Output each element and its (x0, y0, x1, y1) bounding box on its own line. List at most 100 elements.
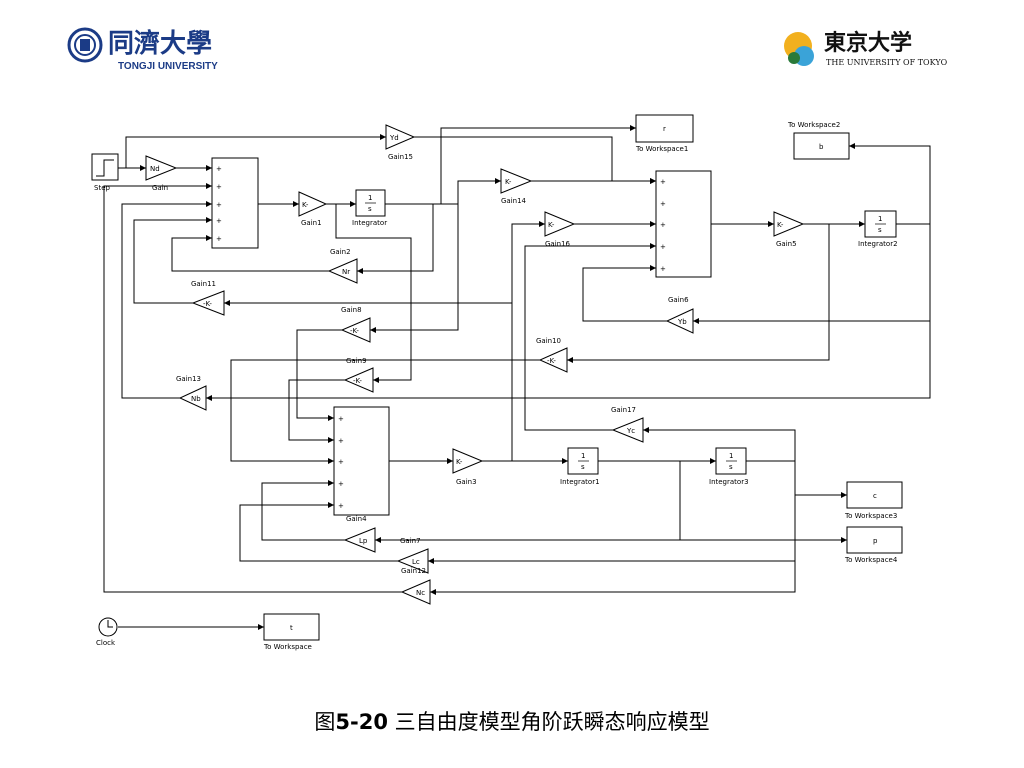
sum1-plus-1: + (216, 165, 222, 173)
sum1-plus-3: + (216, 201, 222, 209)
to-workspace2-label: To Workspace2 (787, 121, 840, 129)
nc-gain-block[interactable] (400, 579, 431, 605)
figure-prefix: 图 (314, 710, 336, 734)
gain1-label: Gain1 (301, 219, 322, 227)
sum1-plus-5: + (216, 235, 222, 243)
gain5-block[interactable] (773, 211, 805, 237)
sum3-plus-5: + (338, 502, 344, 510)
gain7-block[interactable] (343, 527, 376, 553)
gain16-label: Gain16 (545, 240, 571, 248)
gain2-block[interactable] (327, 258, 358, 284)
integrator-label: Integrator (352, 219, 387, 227)
gain7-label: Gain7 (400, 537, 421, 545)
sum3-plus-4: + (338, 480, 344, 488)
gain12-text: Lc (412, 558, 420, 566)
gain10-text: -K- (547, 357, 556, 365)
gain1-block[interactable] (298, 191, 328, 217)
tongji-logo-subtitle: TONGJI UNIVERSITY (118, 61, 218, 72)
to-workspace-label: To Workspace (263, 643, 312, 651)
gain2-label: Gain2 (330, 248, 351, 256)
gain11-block[interactable] (191, 290, 225, 316)
gain-label: Gain (152, 184, 168, 192)
to-workspace1-text: r (663, 125, 666, 133)
gain7-text: Lp (359, 537, 368, 545)
gain9-text: -K- (353, 377, 362, 385)
sum1-plus-4: + (216, 217, 222, 225)
to-workspace3-label: To Workspace3 (844, 512, 897, 520)
gain14-block[interactable] (500, 168, 533, 194)
gain3-text: K- (456, 458, 463, 466)
gain17-text: Yc (626, 427, 635, 435)
integrator1-num: 1 (581, 452, 585, 460)
figure-title: 三自由度模型角阶跃瞬态响应模型 (394, 710, 710, 734)
gain6-label: Gain6 (668, 296, 689, 304)
gain12-label: Gain12 (401, 567, 426, 575)
sum1-plus-2: + (216, 183, 222, 191)
figure-number: 5-20 (335, 710, 388, 734)
to-workspace1-block[interactable] (635, 114, 694, 143)
gain3-label: Gain3 (456, 478, 477, 486)
integrator2-label: Integrator2 (858, 240, 898, 248)
sum3-plus-2: + (338, 437, 344, 445)
sum2-plus-5: + (660, 265, 666, 273)
gain10-block[interactable] (538, 347, 568, 373)
to-workspace3-block[interactable] (846, 481, 903, 509)
tokyo-university-logo: 東京大学 THE UNIVERSITY OF TOKYO (784, 30, 948, 67)
gain13-text: Nb (191, 395, 201, 403)
gain17-label: Gain17 (611, 406, 636, 414)
integrator1-den: s (581, 463, 585, 471)
gain8-label: Gain8 (341, 306, 362, 314)
integrator3-den: s (729, 463, 733, 471)
to-workspace-text: t (290, 624, 293, 632)
tongji-logo-text: 同濟大學 (108, 28, 212, 59)
gain6-block[interactable] (665, 308, 694, 334)
gain6-text: Yb (677, 318, 687, 326)
to-workspace2-block[interactable] (793, 132, 850, 160)
sum2-plus-2: + (660, 200, 666, 208)
integrator-den: s (368, 205, 372, 213)
gain11-label: Gain11 (191, 280, 216, 288)
integrator2-den: s (878, 226, 882, 234)
gain15-block[interactable] (385, 124, 416, 150)
gain8-block[interactable] (340, 317, 371, 343)
sum2-plus-4: + (660, 243, 666, 251)
tongji-university-logo: 同濟大學 TONGJI UNIVERSITY (67, 27, 218, 72)
gain15-text: Yd (389, 134, 399, 142)
integrator-num: 1 (368, 194, 372, 202)
to-workspace-block[interactable] (263, 613, 320, 641)
to-workspace4-label: To Workspace4 (844, 556, 898, 564)
clock-label: Clock (96, 639, 116, 647)
gain3-block[interactable] (452, 448, 484, 474)
sum-block-1[interactable] (211, 157, 259, 249)
to-workspace3-text: c (873, 492, 877, 500)
sum3-plus-3: + (338, 458, 344, 466)
clock-block[interactable] (98, 617, 118, 637)
gain16-text: K- (548, 221, 555, 229)
nc-text: Nc (416, 589, 425, 597)
gain1-text: K- (302, 201, 309, 209)
gain10-label: Gain10 (536, 337, 561, 345)
gain9-block[interactable] (343, 367, 374, 393)
step-label: Step (94, 184, 110, 192)
gain2-text: Nr (342, 268, 350, 276)
to-workspace2-text: b (819, 143, 824, 151)
to-workspace1-label: To Workspace1 (635, 145, 688, 153)
gain17-block[interactable] (611, 417, 644, 443)
gain13-block[interactable] (178, 385, 207, 411)
figure-caption: 图5-20 三自由度模型角阶跃瞬态响应模型 (0, 706, 1024, 736)
gain16-block[interactable] (544, 211, 576, 237)
gain15-label: Gain15 (388, 153, 413, 161)
sum2-plus-1: + (660, 178, 666, 186)
gain14-text: K- (505, 178, 512, 186)
gain9-label: Gain9 (346, 357, 367, 365)
gain-block[interactable] (145, 155, 178, 181)
gain12-block[interactable] (396, 548, 429, 574)
step-block[interactable] (91, 153, 119, 181)
sum-block-3[interactable] (333, 406, 390, 516)
gain4-label: Gain4 (346, 515, 367, 523)
to-workspace4-block[interactable] (846, 526, 903, 554)
sum-block-2[interactable] (655, 170, 712, 278)
integrator1-label: Integrator1 (560, 478, 600, 486)
gain11-text: -K- (203, 300, 212, 308)
sum3-plus-1: + (338, 415, 344, 423)
